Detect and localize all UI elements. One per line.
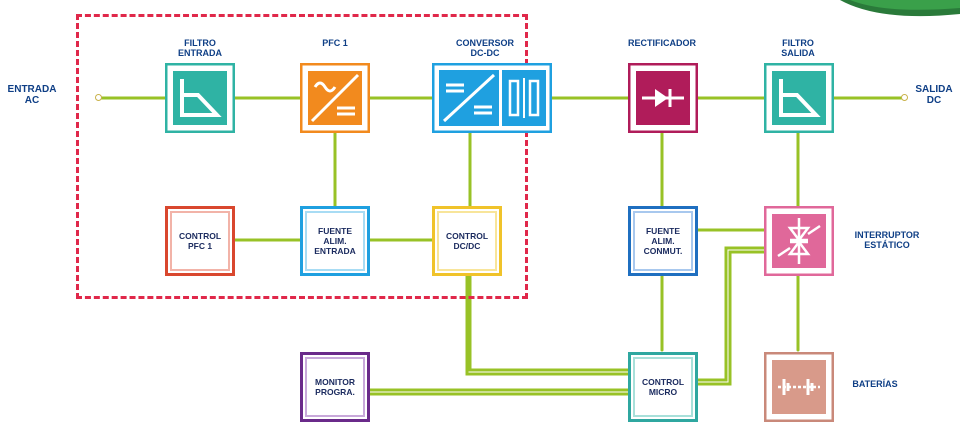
- conversor-dcdc-block: [432, 63, 552, 133]
- diode-icon: [628, 63, 698, 133]
- thyristor-switch-icon: [764, 206, 834, 276]
- entrada-ac-label: ENTRADA AC: [7, 84, 57, 106]
- control-pfc1-box: CONTROL PFC 1: [165, 206, 235, 276]
- filtro-entrada-block: [165, 63, 235, 133]
- baterias-block: [764, 352, 834, 422]
- output-terminal: [901, 94, 908, 101]
- fuente-alim-conmut-box: FUENTE ALIM. CONMUT.: [628, 206, 698, 276]
- control-dcdc-box: CONTROL DC/DC: [432, 206, 502, 276]
- filtro-salida-block: [764, 63, 834, 133]
- fuente-alim-entrada-box: FUENTE ALIM. ENTRADA: [300, 206, 370, 276]
- filtro-salida-label: FILTRO SALIDA: [781, 38, 815, 58]
- lowpass-filter-icon: [764, 63, 834, 133]
- monitor-progra-box: MONITOR PROGRA.: [300, 352, 370, 422]
- dc-dc-transformer-icon: [432, 63, 552, 133]
- rectificador-block: [628, 63, 698, 133]
- ac-dc-converter-icon: [300, 63, 370, 133]
- input-terminal: [95, 94, 102, 101]
- baterias-label: BATERÍAS: [852, 379, 898, 389]
- pfc1-label: PFC 1: [322, 38, 348, 48]
- conversor-label: CONVERSOR DC-DC: [455, 38, 514, 58]
- control-micro-box: CONTROL MICRO: [628, 352, 698, 422]
- rectificador-label: RECTIFICADOR: [628, 38, 696, 48]
- primary-section-boundary: [76, 14, 528, 299]
- interruptor-label: INTERRUPTOR ESTÁTICO: [854, 230, 920, 250]
- decorative-corner-graphic: [840, 0, 960, 17]
- interruptor-estatico-block: [764, 206, 834, 276]
- salida-dc-label: SALIDA DC: [915, 84, 953, 106]
- pfc1-block: [300, 63, 370, 133]
- lowpass-filter-icon: [165, 63, 235, 133]
- battery-icon: [764, 352, 834, 422]
- filtro-entrada-label: FILTRO ENTRADA: [178, 38, 222, 58]
